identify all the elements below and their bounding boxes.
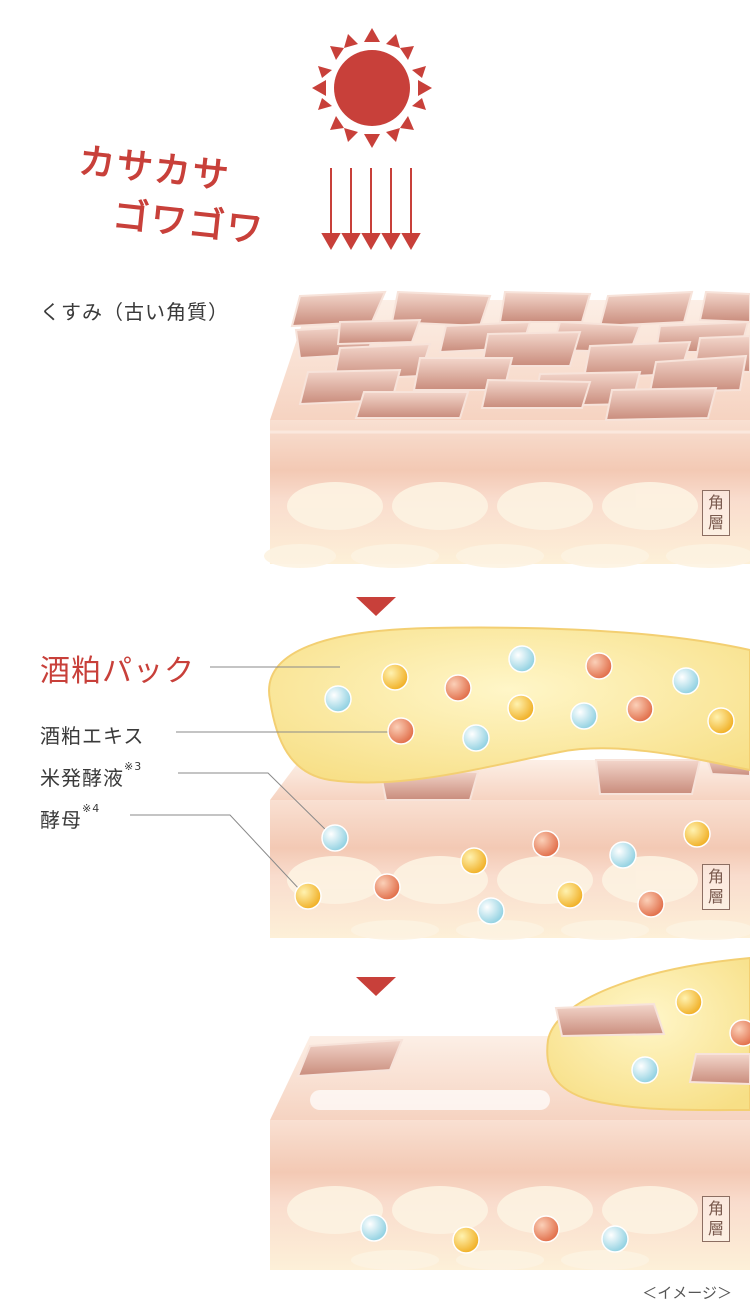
ingredient-note: ※3 <box>124 760 143 773</box>
stratum-corneum-badge-3: 角 層 <box>702 1196 730 1242</box>
stratum-corneum-badge-1: 角 層 <box>702 490 730 536</box>
skin-block-1 <box>264 290 750 568</box>
dullness-label: くすみ（古い角質） <box>40 300 229 324</box>
stratum-corneum-badge-2: 角 層 <box>702 864 730 910</box>
ingredient-item-1: 酒粕エキス <box>40 720 144 749</box>
ingredient-item-2: 米発酵液※3 <box>40 760 143 791</box>
leader-lines <box>130 666 390 891</box>
ingredient-item-3: 酵母※4 <box>40 802 101 833</box>
skin-block-3 <box>270 956 750 1270</box>
sun-icon <box>312 28 432 148</box>
image-caption: ＜イメージ＞ <box>642 1284 732 1302</box>
ingredient-label: 酒粕エキス <box>40 724 145 748</box>
down-arrow-icon-2 <box>356 977 396 996</box>
ingredient-label: 酵母 <box>40 808 82 832</box>
dots-orange <box>373 652 750 1243</box>
ingredient-note: ※4 <box>82 802 101 815</box>
sake-pack-label: 酒粕パック <box>40 654 195 689</box>
down-arrow-icon-1 <box>356 597 396 616</box>
dots-blue <box>321 645 700 1253</box>
dots-yellow <box>294 663 735 1254</box>
ingredient-label: 米発酵液 <box>40 766 124 790</box>
uv-arrows-icon <box>321 168 421 251</box>
